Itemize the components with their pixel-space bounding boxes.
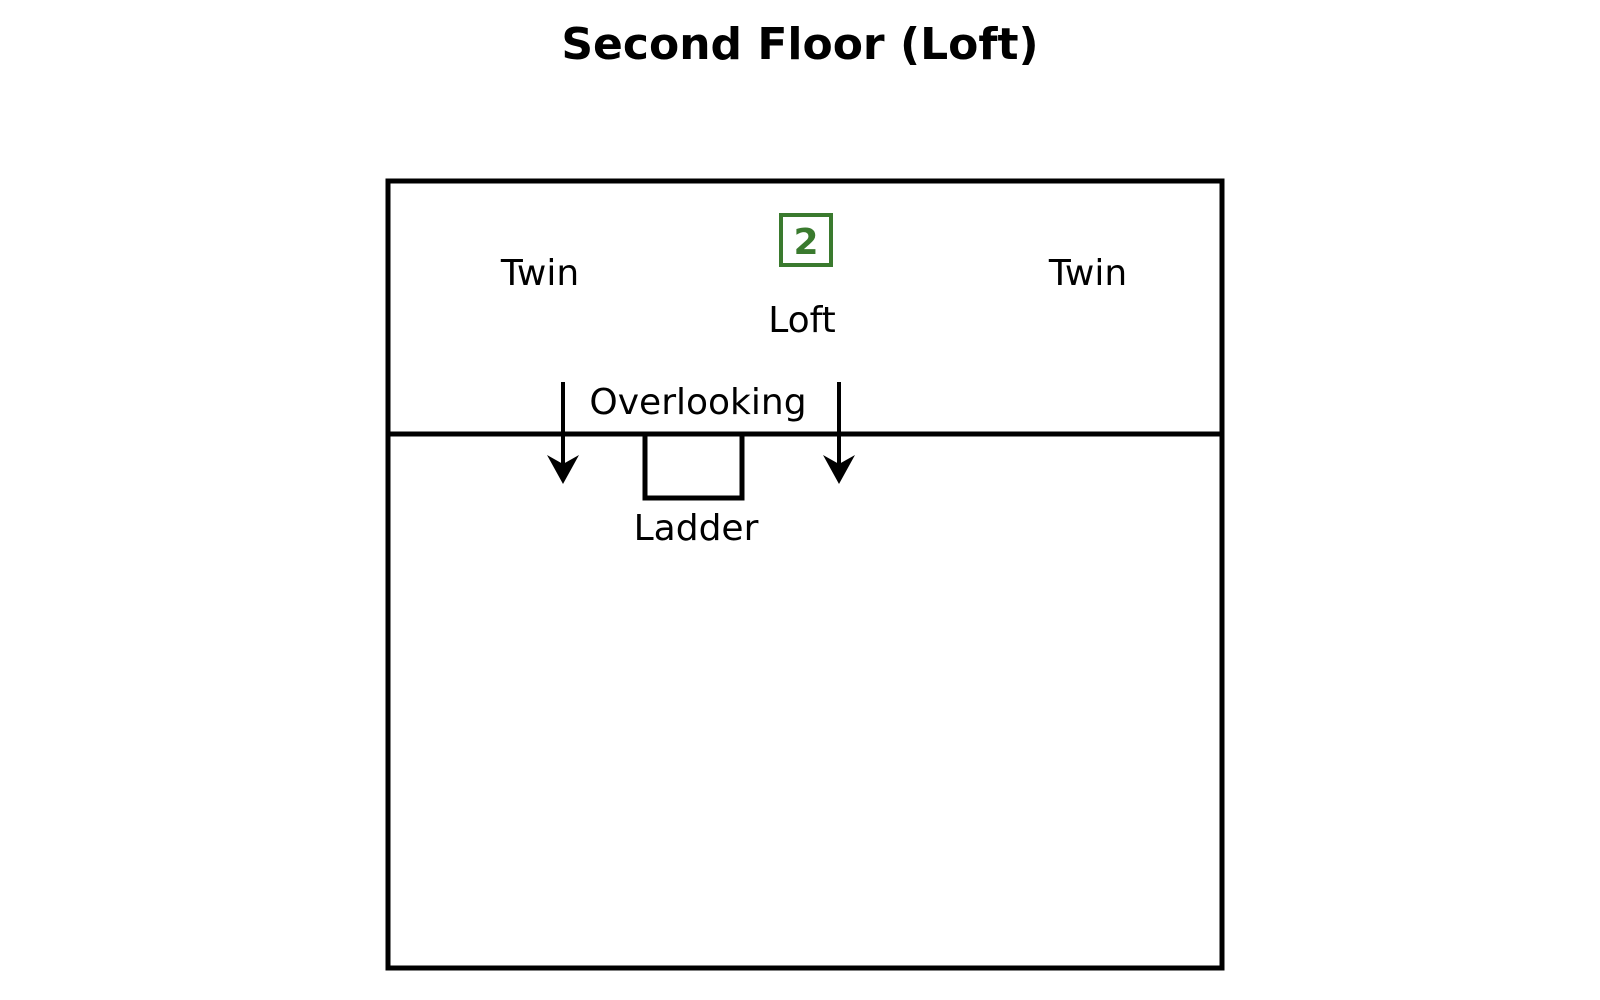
page-title: Second Floor (Loft) [561, 19, 1039, 70]
outer-wall [385, 178, 1225, 971]
arrow-down-icon [547, 382, 579, 484]
room-label: Loft [768, 300, 836, 341]
ladder-label: Ladder [634, 508, 759, 549]
arrow-down-icon [823, 382, 855, 484]
ladder-opening [642, 434, 745, 501]
left-bed-label: Twin [500, 253, 579, 294]
overlook-label: Overlooking [589, 382, 806, 423]
floor-number-badge: 2 [779, 213, 833, 267]
right-bed-label: Twin [1048, 253, 1127, 294]
floor-number: 2 [793, 222, 818, 263]
